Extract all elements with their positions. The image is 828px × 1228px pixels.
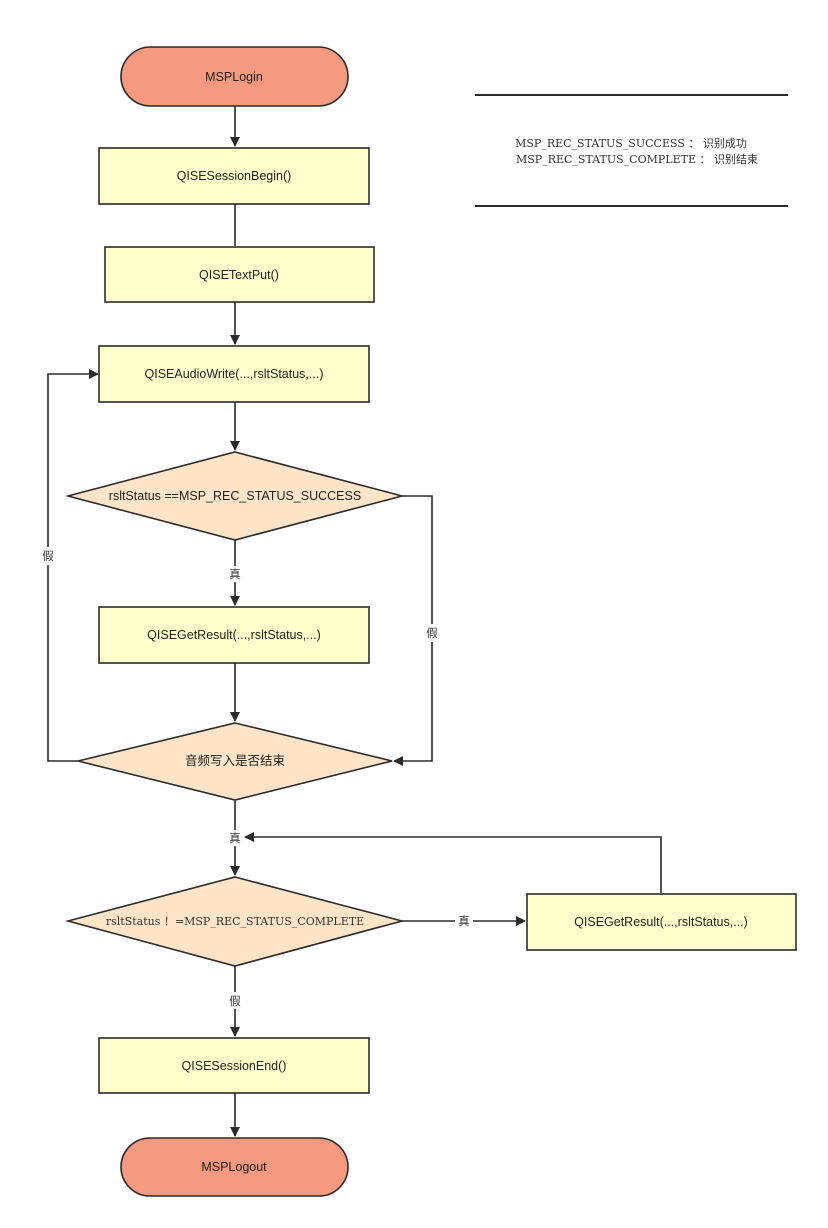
node-get-result-2-label: QISEGetResult(...,rsltStatus,...) bbox=[574, 915, 748, 929]
node-session-begin-label: QISESessionBegin() bbox=[177, 169, 292, 183]
node-session-begin: QISESessionBegin() bbox=[98, 147, 370, 205]
decision-success: rsltStatus ==MSP_REC_STATUS_SUCCESS bbox=[64, 451, 406, 541]
decision-complete: rsltStatus ！=MSP_REC_STATUS_COMPLETE bbox=[64, 876, 406, 967]
decision-success-label: rsltStatus ==MSP_REC_STATUS_SUCCESS bbox=[109, 489, 361, 503]
edge-audioend-false-lower bbox=[47, 565, 78, 762]
edge-getresult2-loop bbox=[244, 832, 662, 893]
label-success-false: 假 bbox=[426, 626, 438, 640]
edge-audioend-false-upper bbox=[47, 369, 99, 547]
node-msplogout: MSPLogout bbox=[120, 1137, 349, 1197]
label-complete-false: 假 bbox=[229, 994, 241, 1008]
decision-audio-end-label: 音频写入是否结束 bbox=[185, 753, 286, 768]
label-audioend-false: 假 bbox=[42, 549, 54, 563]
node-get-result-1: QISEGetResult(...,rsltStatus,...) bbox=[98, 606, 370, 664]
decision-complete-label: rsltStatus ！=MSP_REC_STATUS_COMPLETE bbox=[106, 915, 364, 928]
node-audio-write-label: QISEAudioWrite(...,rsltStatus,...) bbox=[145, 367, 324, 381]
node-msplogout-label: MSPLogout bbox=[201, 1160, 267, 1174]
edge-success-false-lower bbox=[393, 642, 433, 766]
legend-line-complete: MSP_REC_STATUS_COMPLETE ： 识别结束 bbox=[516, 153, 758, 166]
node-msplogin-label: MSPLogin bbox=[205, 70, 263, 84]
node-text-put-label: QISETextPut() bbox=[199, 268, 279, 282]
node-text-put: QISETextPut() bbox=[104, 246, 375, 303]
node-get-result-2: QISEGetResult(...,rsltStatus,...) bbox=[526, 893, 797, 951]
node-msplogin: MSPLogin bbox=[120, 46, 349, 107]
legend-line-success: MSP_REC_STATUS_SUCCESS ： 识别成功 bbox=[515, 137, 747, 150]
label-complete-true: 真 bbox=[458, 914, 470, 928]
label-success-true: 真 bbox=[229, 567, 241, 581]
node-get-result-1-label: QISEGetResult(...,rsltStatus,...) bbox=[147, 628, 321, 642]
edge-success-false-upper bbox=[402, 495, 433, 624]
decision-audio-end: 音频写入是否结束 bbox=[77, 722, 393, 801]
node-audio-write: QISEAudioWrite(...,rsltStatus,...) bbox=[98, 345, 370, 403]
label-audioend-true: 真 bbox=[229, 831, 241, 845]
node-session-end-label: QISESessionEnd() bbox=[182, 1059, 287, 1073]
node-session-end: QISESessionEnd() bbox=[98, 1037, 370, 1094]
